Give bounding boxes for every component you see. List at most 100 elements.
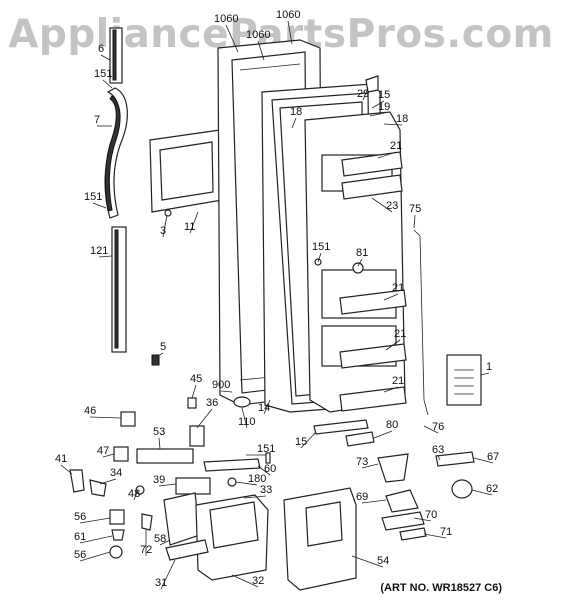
lower-handle-strip-part [111, 226, 127, 353]
callout-leader-line [196, 408, 213, 429]
callout-label-3: 3 [160, 225, 166, 237]
callout-leader-line [291, 117, 297, 129]
callout-leader-line [102, 453, 115, 458]
callout-leader-line [155, 352, 164, 358]
callout-leader-line [423, 533, 447, 539]
callout-label-18: 18 [290, 106, 302, 118]
callout-label-62: 62 [486, 483, 498, 495]
callout-leader-line [371, 197, 393, 213]
callout-label-76: 76 [432, 421, 444, 433]
art-number: (ART NO. WR18527 C6) [380, 582, 502, 594]
callout-leader-line [257, 40, 265, 61]
callout-leader-line [162, 214, 168, 238]
dispenser-module-part [163, 492, 269, 581]
callout-label-47: 47 [97, 445, 109, 457]
callout-label-81: 81 [356, 247, 368, 259]
callout-label-1: 1 [486, 361, 492, 373]
callout-leader-line [383, 123, 403, 126]
callout-label-19: 19 [378, 101, 390, 113]
callout-leader-line [373, 430, 393, 439]
callout-label-58: 58 [154, 533, 166, 545]
callout-leader-line [160, 559, 176, 590]
callout-label-56: 56 [74, 511, 86, 523]
callout-leader-line [471, 489, 493, 496]
callout-label-15: 15 [378, 89, 390, 101]
callout-leader-line [362, 87, 369, 101]
callout-leader-line [241, 407, 248, 429]
callout-leader-line [369, 112, 385, 117]
callout-label-151: 151 [312, 241, 330, 253]
callout-leader-line [263, 399, 271, 415]
callout-label-1060: 1060 [214, 13, 238, 25]
callout-leader-line [158, 483, 177, 487]
door-handle-part [104, 87, 128, 219]
literature-booklet-part [446, 354, 482, 406]
callout-leader-line [89, 416, 122, 419]
callout-label-7: 7 [94, 114, 100, 126]
callout-label-29: 29 [357, 88, 369, 100]
callout-label-75: 75 [409, 203, 421, 215]
dispenser-cover-part [283, 487, 357, 591]
callout-leader-line [79, 551, 111, 562]
callout-label-121: 121 [90, 245, 108, 257]
callout-label-151: 151 [257, 443, 275, 455]
callout-leader-line [158, 437, 161, 450]
callout-label-1060: 1060 [246, 29, 270, 41]
callout-label-31: 31 [155, 577, 167, 589]
callout-label-54: 54 [377, 555, 389, 567]
callout-leader-line [92, 202, 107, 209]
callout-leader-line [300, 431, 317, 449]
callout-leader-line [79, 517, 111, 524]
callout-label-23: 23 [386, 200, 398, 212]
callout-leader-line [100, 54, 111, 61]
callout-label-33: 33 [260, 484, 272, 496]
callout-leader-line [98, 255, 113, 258]
callout-label-73: 73 [356, 456, 368, 468]
callout-label-69: 69 [356, 491, 368, 503]
callout-label-5: 5 [160, 341, 166, 353]
callout-label-1060: 1060 [276, 9, 300, 21]
callout-label-180: 180 [248, 473, 266, 485]
callout-label-11: 11 [184, 221, 195, 233]
callout-label-70: 70 [425, 509, 437, 521]
callout-leader-line [231, 574, 259, 588]
callout-label-56: 56 [74, 549, 86, 561]
callout-leader-line [480, 372, 490, 376]
callout-label-48: 48 [128, 488, 140, 500]
callout-label-61: 61 [74, 531, 86, 543]
callout-leader-line [371, 100, 385, 109]
callout-leader-line [383, 386, 399, 393]
callout-label-900: 900 [212, 379, 230, 391]
callout-leader-line [351, 555, 384, 568]
callout-leader-line [473, 457, 494, 464]
callout-label-80: 80 [386, 419, 398, 431]
callout-leader-line [133, 489, 139, 501]
callout-leader-line [383, 293, 399, 301]
callout-leader-line [235, 481, 258, 486]
callout-label-32: 32 [252, 575, 264, 587]
callout-label-67: 67 [487, 451, 499, 463]
callout-leader-line [413, 517, 432, 522]
callout-label-151: 151 [94, 68, 112, 80]
callout-leader-line [60, 464, 73, 475]
callout-label-63: 63 [432, 444, 444, 456]
callout-leader-line [99, 478, 117, 485]
door-rod-part [413, 229, 429, 416]
callout-leader-line [385, 339, 401, 351]
callout-leader-line [413, 214, 416, 229]
callout-leader-line [357, 258, 363, 267]
callout-leader-line [377, 151, 397, 159]
callout-leader-line [423, 425, 439, 434]
small-parts-group [69, 209, 271, 559]
callout-leader-line [437, 455, 441, 461]
callout-leader-line [220, 390, 233, 393]
callout-label-60: 60 [264, 463, 276, 475]
right-small-parts-group [313, 75, 475, 541]
callout-leader-line [225, 24, 239, 53]
callout-label-36: 36 [206, 397, 218, 409]
handle-trim-part [109, 27, 123, 84]
callout-label-53: 53 [153, 426, 165, 438]
